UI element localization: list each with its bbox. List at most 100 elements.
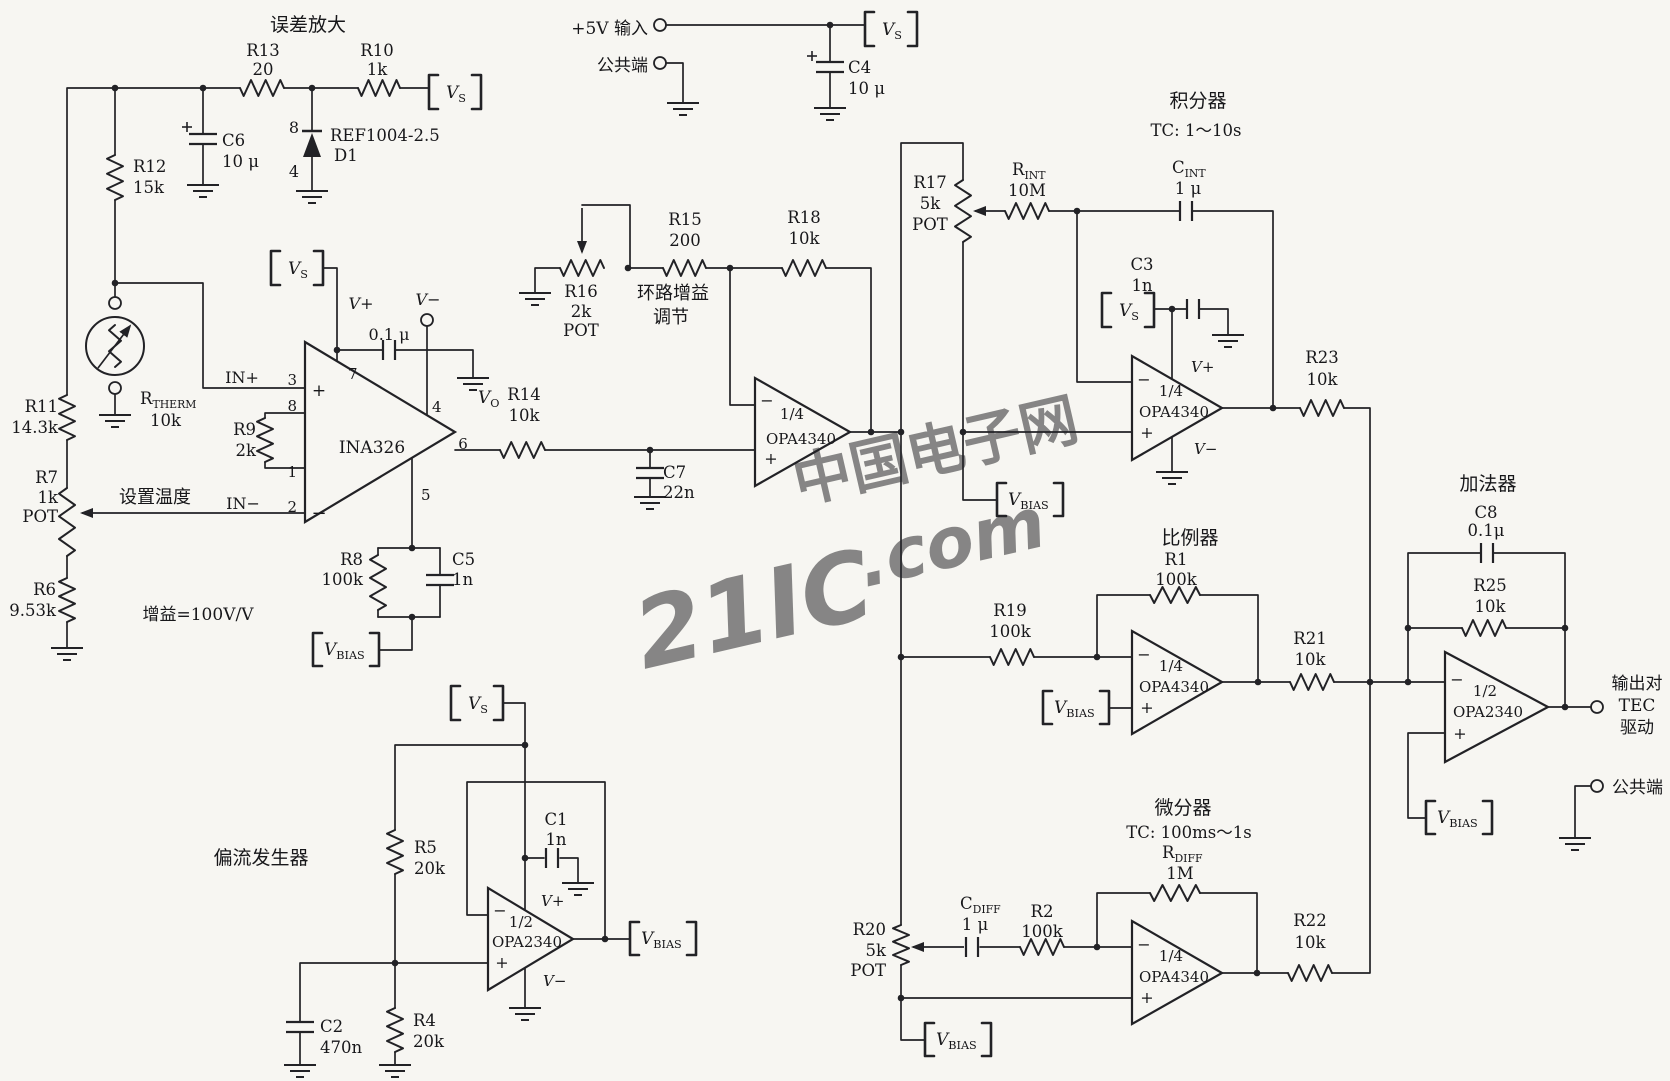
wire — [299, 962, 396, 1023]
opamp-adder — [1443, 650, 1551, 764]
label-ics.ina326: INA326 — [339, 438, 405, 458]
junction-dot — [826, 21, 834, 29]
label-sub: BIAS — [1020, 499, 1048, 512]
terminal-circle — [1590, 700, 1604, 714]
label-main: C — [960, 894, 973, 913]
wire — [825, 267, 872, 433]
tag-vbias-label: VBIAS — [324, 640, 365, 662]
label-pins.in_plus: IN+ — [225, 368, 259, 387]
tag-vbias-label: VBIAS — [1054, 698, 1095, 720]
label-ics.minus: − — [311, 503, 326, 524]
label-output_label.l1: 输出对 — [1612, 674, 1663, 694]
label-parts.r5.ref: R5 — [414, 838, 437, 857]
resistor-r12 — [106, 154, 124, 201]
label-pins.ref_bot: 4 — [289, 162, 299, 181]
label-sections.integrator_tc: TC: 1～10s — [1151, 121, 1242, 140]
junction-dot — [1093, 943, 1101, 951]
junction-dot — [1561, 703, 1569, 711]
label-parts.r2.val: 100k — [1021, 922, 1063, 941]
label-parts.r1.val: 100k — [1155, 570, 1197, 589]
label-parts.r9.ref: R9 — [233, 420, 256, 439]
label-parts.r14.ref: R14 — [507, 385, 540, 404]
tag-vs-label: VS — [882, 20, 902, 42]
label-pins.p6: 6 — [458, 435, 468, 453]
junction-dot — [1168, 305, 1176, 313]
label-power.common_top: 公共端 — [597, 56, 648, 76]
junction-dot — [111, 279, 119, 287]
junction-dot — [897, 653, 905, 661]
resistor-rint — [1004, 202, 1050, 220]
label-parts.r14.val: 10k — [509, 406, 541, 425]
label-sections.loop_gain1: 环路增益 — [637, 283, 709, 304]
junction-dot — [521, 741, 529, 749]
resistor-r1 — [1149, 586, 1201, 604]
wire — [729, 267, 756, 406]
label-parts.r16.ref: R16 — [564, 282, 597, 301]
junction-dot — [1269, 404, 1277, 412]
junction-dot — [1253, 969, 1261, 977]
label-pins.p7: 7 — [348, 365, 358, 383]
label-power.v5_input: +5V 输入 — [571, 19, 648, 39]
label-parts.r11.val: 14.3k — [11, 418, 59, 437]
resistor-r16-pot — [559, 259, 605, 277]
label-parts.r17.ref: R17 — [913, 173, 946, 192]
label-sub: THERM — [152, 398, 196, 411]
label-sub: DIFF — [1174, 852, 1203, 865]
label-parts.c4.val: 10 μ — [848, 79, 885, 98]
label-parts.c6.val: 10 μ — [222, 152, 259, 171]
tag-vbias-label: VBIAS — [641, 929, 682, 951]
opamp-differentiator — [1130, 919, 1225, 1026]
junction-dot — [1073, 207, 1081, 215]
label-parts.r17.val: 5k — [920, 194, 941, 213]
label-parts.r16.pot: POT — [563, 321, 599, 340]
junction-dot — [1254, 678, 1262, 686]
label-ics.plus: + — [495, 953, 508, 972]
wire — [900, 142, 964, 433]
tag-vbias — [311, 631, 324, 668]
terminal-circle — [108, 296, 122, 310]
wire — [264, 461, 306, 469]
label-ics.half: 1/2 — [1473, 682, 1497, 700]
label-parts.r18.ref: R18 — [787, 208, 820, 227]
label-ics.plus: + — [1140, 698, 1153, 717]
label-parts.r2.ref: R2 — [1031, 902, 1054, 921]
label-parts.r22.ref: R22 — [1293, 911, 1326, 930]
label-sub: O — [490, 397, 499, 410]
label-parts.r15.ref: R15 — [668, 210, 701, 229]
label-parts.r10.val: 1k — [367, 60, 388, 79]
label-sections.integrator: 积分器 — [1169, 90, 1226, 112]
wire — [322, 267, 338, 362]
label-sub: S — [300, 268, 308, 281]
tag-vs — [1100, 291, 1113, 329]
junction-dot — [391, 959, 399, 967]
resistor-r22 — [1287, 964, 1333, 982]
junction-dot — [199, 84, 207, 92]
label-tags.vminus: V− — [1194, 440, 1217, 458]
label-main: V — [478, 388, 492, 408]
resistor-r2 — [1019, 938, 1065, 956]
label-parts.r12.val: 15k — [133, 178, 165, 197]
label-ics.minus: − — [1137, 370, 1150, 389]
label-pins.p2: 2 — [287, 498, 297, 516]
label-parts.r17.pot: POT — [912, 215, 948, 234]
resistor-r15 — [662, 259, 707, 277]
tag-vbias — [685, 920, 698, 957]
label-main: V — [288, 259, 302, 279]
label-sub: S — [1131, 310, 1139, 323]
label-tags.vplus: V+ — [1191, 358, 1214, 376]
label-parts.r7.ref: R7 — [35, 468, 58, 487]
label-sub: BIAS — [948, 1039, 976, 1052]
label-parts.c6.ref: C6 — [222, 131, 245, 150]
label-ics.half: 1/2 — [509, 913, 533, 931]
label-pins.ref_top: 8 — [289, 118, 299, 137]
label-ics.opa4340: OPA4340 — [1139, 678, 1209, 696]
resistor-r10 — [357, 79, 401, 97]
resistor-r5 — [386, 829, 404, 875]
label-main: V — [1008, 490, 1022, 510]
wire — [1492, 552, 1566, 708]
label-parts.r25.ref: R25 — [1473, 576, 1506, 595]
wire — [1574, 785, 1592, 839]
wire — [466, 781, 606, 940]
label-sections.differentiator: 微分器 — [1154, 797, 1211, 819]
